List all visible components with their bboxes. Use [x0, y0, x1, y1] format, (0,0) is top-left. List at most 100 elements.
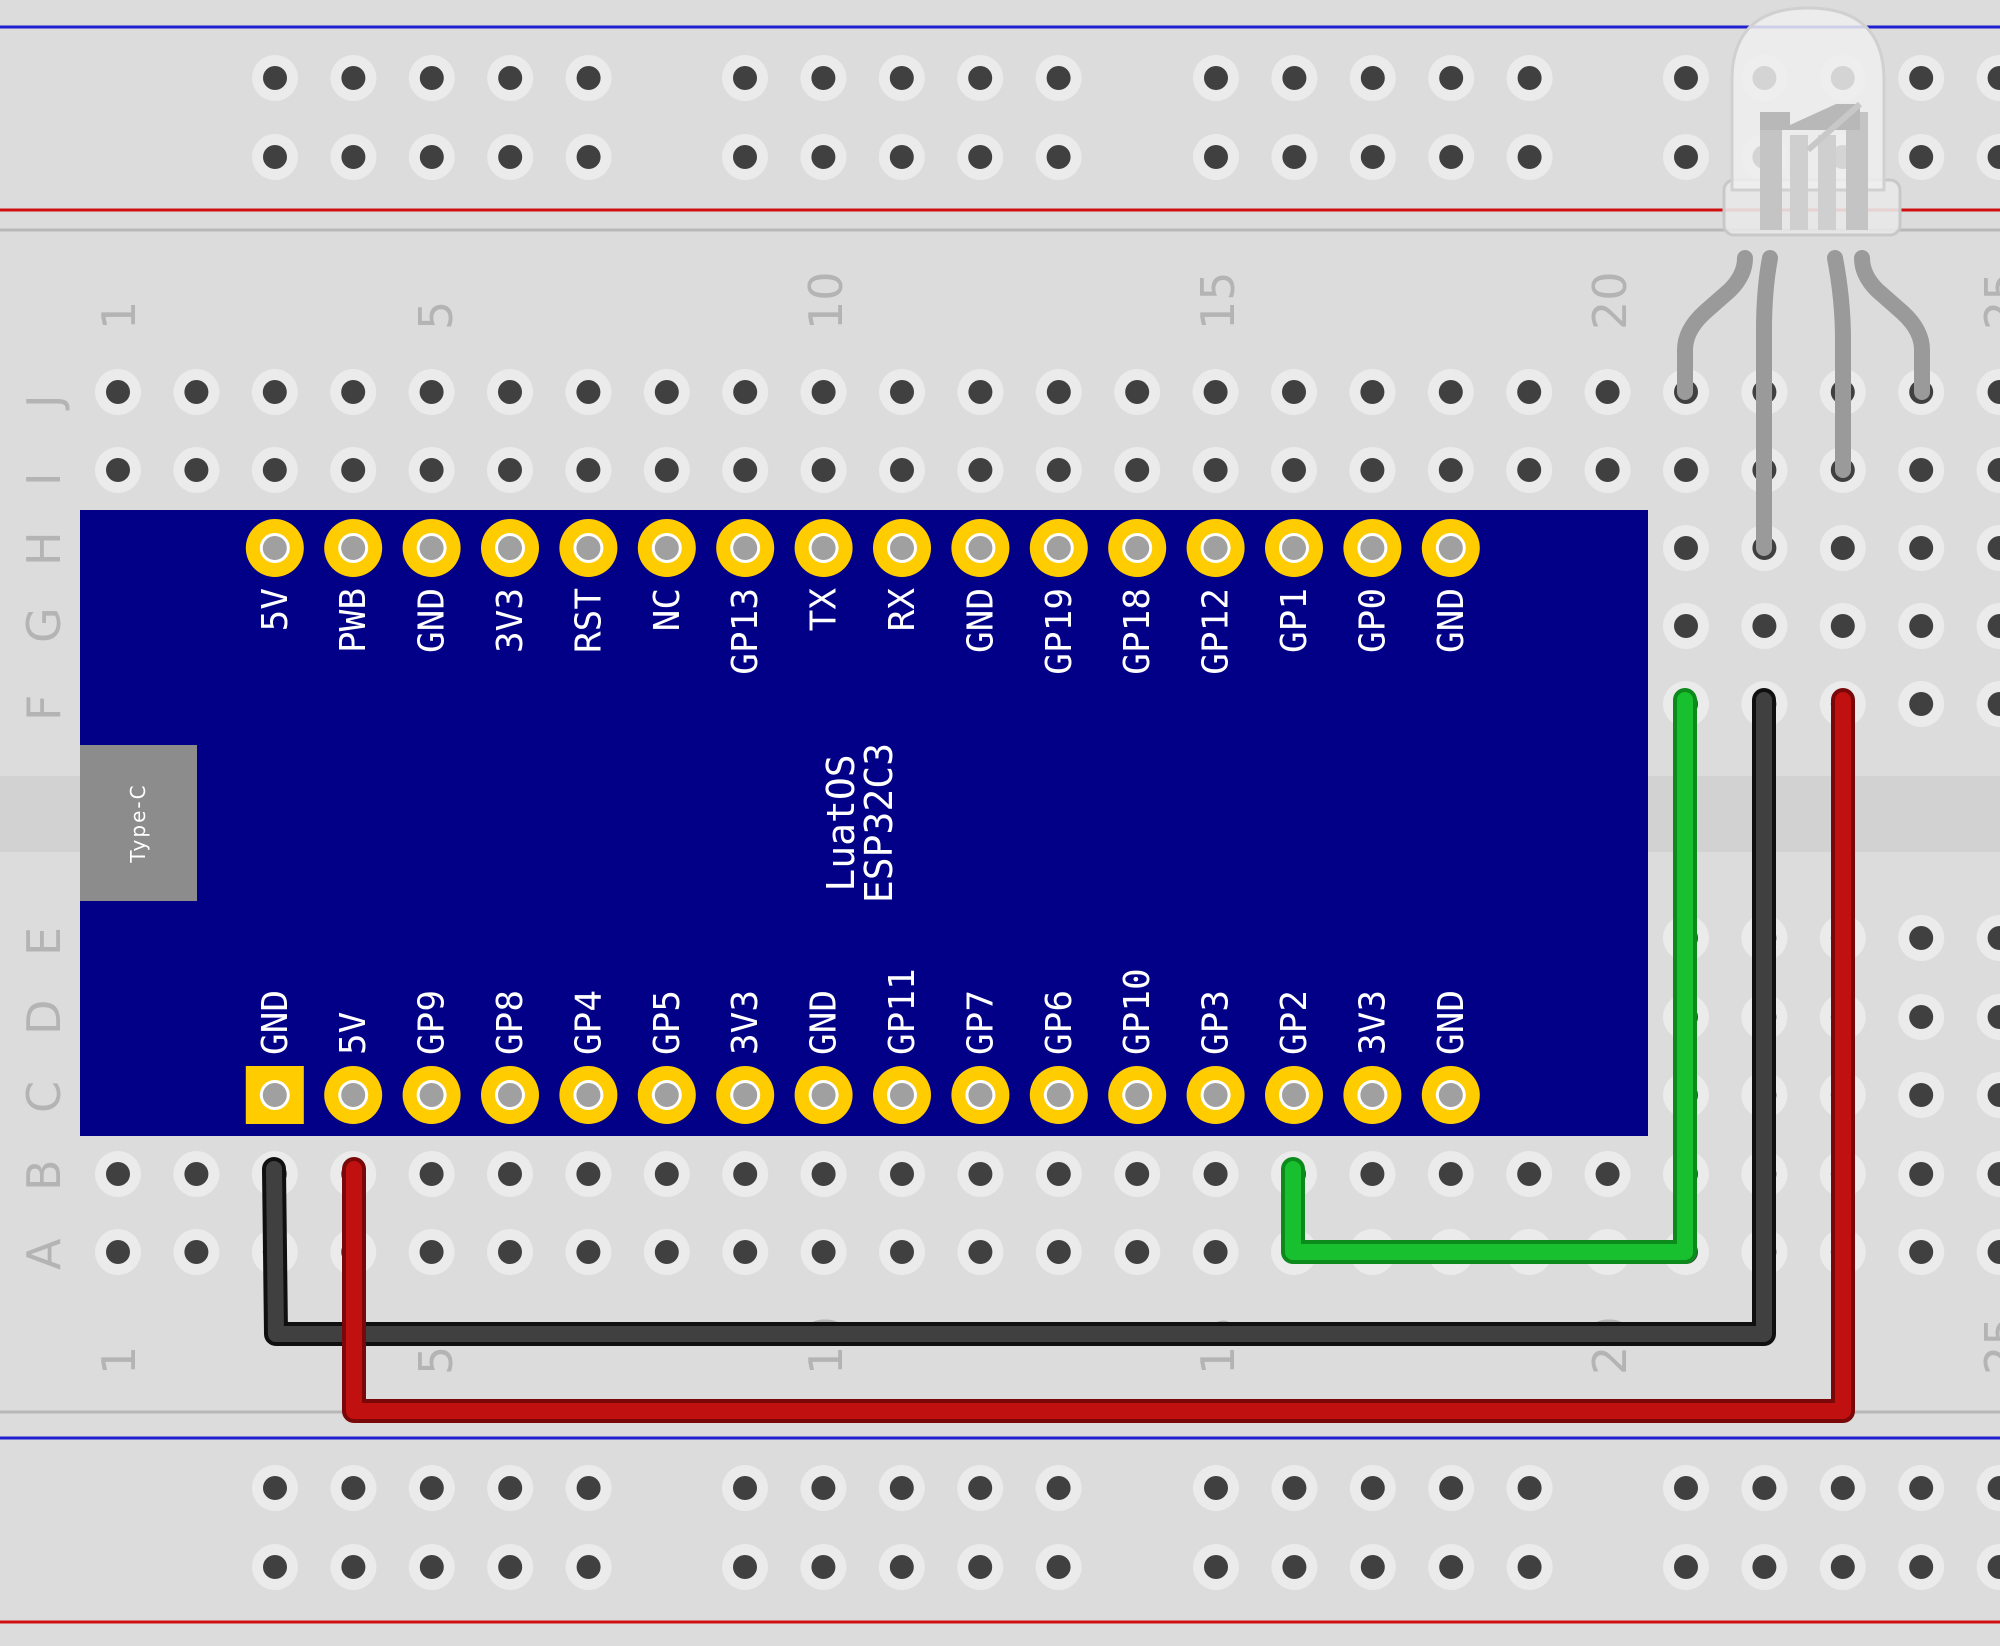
power-rail-hole[interactable] [1035, 1465, 1082, 1511]
bottom-pin-gnd[interactable] [794, 1066, 853, 1124]
top-pin-pwb[interactable] [324, 519, 383, 577]
gnd-wire[interactable] [266, 692, 1772, 1342]
power-rail-hole[interactable] [1506, 1465, 1553, 1511]
power-rail-hole[interactable] [1976, 1544, 2000, 1590]
power-rail-hole[interactable] [1349, 1465, 1396, 1511]
power-rail-hole[interactable] [1663, 1544, 1709, 1590]
power-rail-hole[interactable] [565, 55, 612, 101]
breadboard-hole[interactable] [330, 369, 377, 415]
breadboard-hole[interactable] [1192, 447, 1239, 493]
breadboard-hole[interactable] [1192, 1229, 1239, 1275]
breadboard-hole[interactable] [1349, 1151, 1396, 1197]
power-rail-hole[interactable] [487, 55, 534, 101]
breadboard-hole[interactable] [1271, 447, 1317, 493]
breadboard-hole[interactable] [722, 369, 769, 415]
breadboard-hole[interactable] [95, 447, 141, 493]
breadboard-hole[interactable] [1114, 1151, 1161, 1197]
breadboard-hole[interactable] [1819, 603, 1866, 649]
bottom-pin-gp4[interactable] [559, 1066, 618, 1124]
power-rail-hole[interactable] [1428, 134, 1475, 180]
breadboard-hole[interactable] [1976, 994, 2000, 1040]
breadboard-hole[interactable] [1976, 369, 2000, 415]
breadboard-hole[interactable] [1035, 369, 1082, 415]
power-rail-hole[interactable] [1193, 55, 1239, 101]
power-rail-hole[interactable] [722, 134, 768, 180]
power-rail-hole[interactable] [408, 1465, 455, 1511]
power-rail-hole[interactable] [878, 1465, 925, 1511]
breadboard-hole[interactable] [1035, 1151, 1082, 1197]
top-pin-gp19[interactable] [1029, 519, 1088, 577]
power-rail-hole[interactable] [252, 1544, 298, 1590]
breadboard-hole[interactable] [1976, 525, 2000, 571]
power-rail-hole[interactable] [252, 55, 298, 101]
breadboard-hole[interactable] [722, 1229, 769, 1275]
breadboard-hole[interactable] [643, 1229, 690, 1275]
breadboard-hole[interactable] [1427, 447, 1474, 493]
power-rail-hole[interactable] [1741, 1465, 1788, 1511]
bottom-pin-gp7[interactable] [951, 1066, 1010, 1124]
power-rail-hole[interactable] [408, 1544, 455, 1590]
breadboard-hole[interactable] [408, 447, 455, 493]
breadboard-hole[interactable] [957, 447, 1004, 493]
power-rail-hole[interactable] [800, 1465, 847, 1511]
breadboard-hole[interactable] [565, 1229, 612, 1275]
breadboard-hole[interactable] [1976, 1072, 2000, 1118]
power-rail-hole[interactable] [1193, 1544, 1239, 1590]
power-rail-hole[interactable] [252, 1465, 298, 1511]
power-rail-hole[interactable] [878, 134, 925, 180]
power-rail-hole[interactable] [408, 55, 455, 101]
power-rail-hole[interactable] [487, 134, 534, 180]
power-rail-hole[interactable] [330, 1544, 377, 1590]
breadboard-hole[interactable] [1898, 447, 1945, 493]
breadboard-hole[interactable] [1349, 447, 1396, 493]
power-rail-hole[interactable] [1976, 134, 2000, 180]
bottom-pin-gp8[interactable] [481, 1066, 539, 1124]
breadboard-hole[interactable] [800, 447, 847, 493]
power-rail-hole[interactable] [1349, 1544, 1396, 1590]
breadboard-hole[interactable] [879, 1229, 925, 1275]
breadboard-hole[interactable] [95, 1229, 141, 1275]
breadboard-hole[interactable] [1898, 915, 1945, 961]
bottom-pin-3v3[interactable] [1343, 1066, 1402, 1124]
breadboard-hole[interactable] [957, 1229, 1004, 1275]
breadboard-hole[interactable] [95, 1151, 141, 1197]
power-rail-hole[interactable] [487, 1544, 534, 1590]
breadboard-hole[interactable] [1271, 369, 1317, 415]
top-pin-gp1[interactable] [1265, 519, 1323, 577]
power-rail-hole[interactable] [800, 55, 847, 101]
breadboard-hole[interactable] [1506, 1151, 1553, 1197]
breadboard-hole[interactable] [1506, 369, 1553, 415]
power-rail-hole[interactable] [487, 1465, 534, 1511]
breadboard-hole[interactable] [173, 369, 220, 415]
breadboard-hole[interactable] [487, 447, 533, 493]
breadboard-hole[interactable] [95, 369, 141, 415]
top-pin-gnd[interactable] [402, 519, 461, 577]
power-rail-hole[interactable] [1428, 1544, 1475, 1590]
breadboard-hole[interactable] [487, 1229, 533, 1275]
power-rail-hole[interactable] [1976, 1465, 2000, 1511]
power-rail-hole[interactable] [957, 55, 1004, 101]
breadboard-hole[interactable] [643, 447, 690, 493]
breadboard-hole[interactable] [722, 447, 769, 493]
power-rail-hole[interactable] [800, 134, 847, 180]
breadboard-hole[interactable] [800, 1151, 847, 1197]
breadboard-hole[interactable] [1427, 1151, 1474, 1197]
power-rail-hole[interactable] [1741, 1544, 1788, 1590]
power-rail-hole[interactable] [1506, 55, 1553, 101]
breadboard-hole[interactable] [1663, 525, 1709, 571]
breadboard-hole[interactable] [1663, 603, 1709, 649]
power-rail-hole[interactable] [1271, 1544, 1318, 1590]
breadboard-hole[interactable] [879, 447, 925, 493]
power-rail-hole[interactable] [957, 1544, 1004, 1590]
power-rail-hole[interactable] [957, 1465, 1004, 1511]
breadboard-hole[interactable] [487, 1151, 533, 1197]
breadboard-hole[interactable] [1506, 447, 1553, 493]
power-rail-hole[interactable] [1663, 55, 1709, 101]
power-rail-hole[interactable] [1428, 55, 1475, 101]
5v-wire[interactable] [346, 692, 1851, 1419]
breadboard-hole[interactable] [408, 1229, 455, 1275]
breadboard-hole[interactable] [1898, 994, 1945, 1040]
breadboard-hole[interactable] [1898, 681, 1945, 727]
breadboard-hole[interactable] [643, 1151, 690, 1197]
